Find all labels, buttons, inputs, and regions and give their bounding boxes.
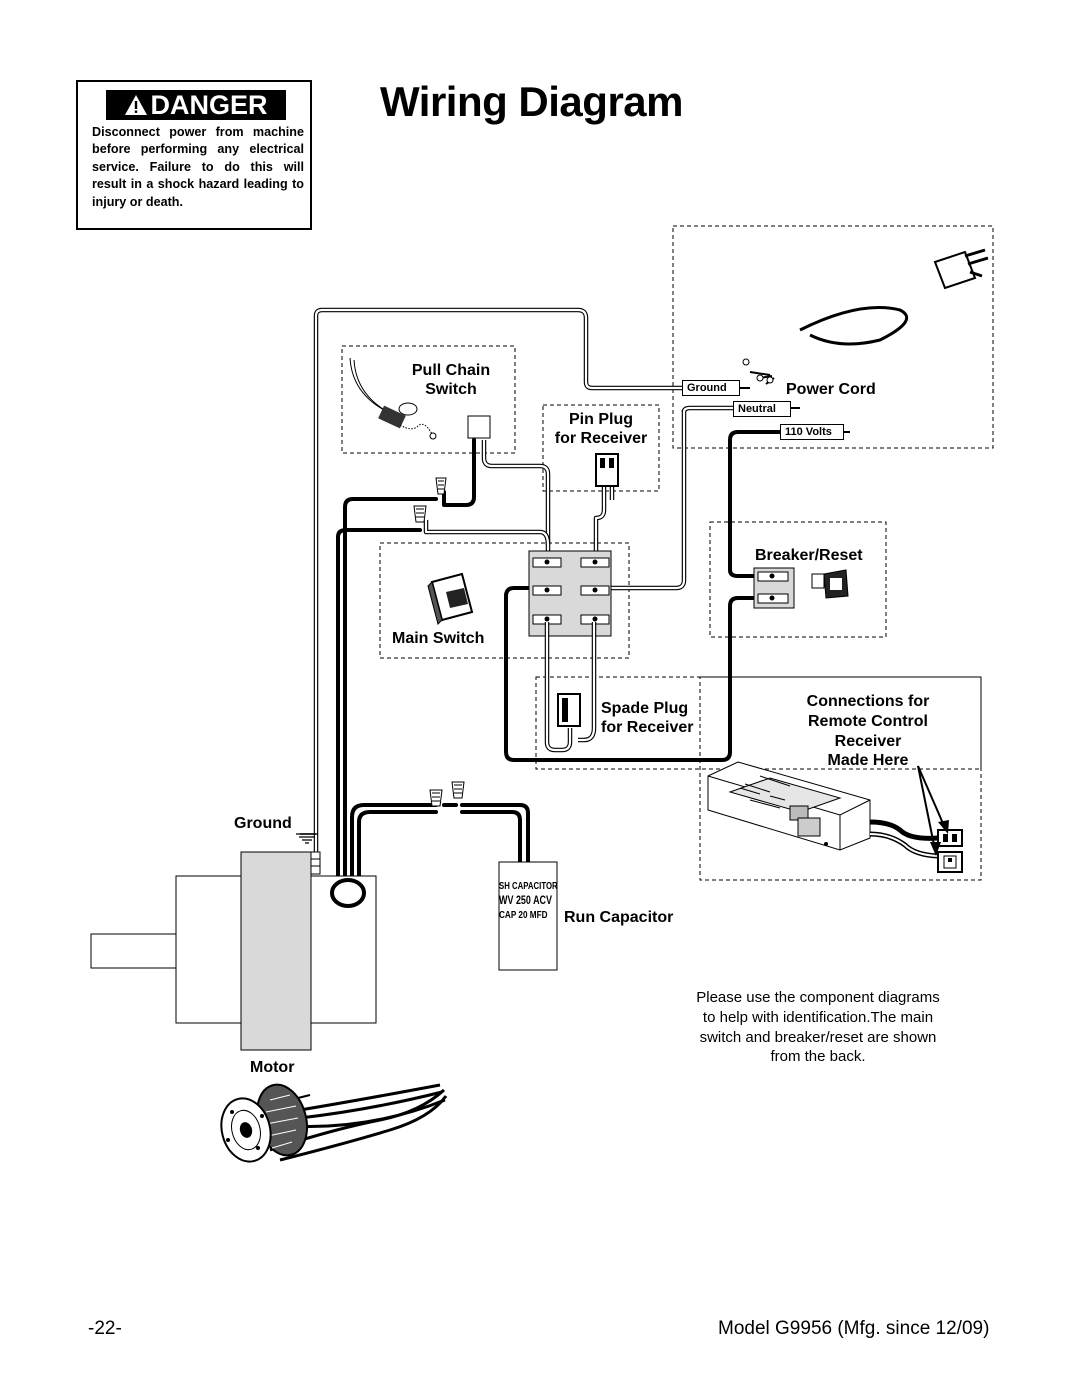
receiver-box-icon — [707, 761, 871, 851]
wire-nut-icon — [451, 781, 465, 799]
model-footer: Model G9956 (Mfg. since 12/09) — [718, 1318, 990, 1339]
rocker-switch-icon — [427, 572, 474, 625]
pin-plug-region — [542, 404, 660, 492]
page-number: -22- — [88, 1318, 122, 1339]
switch-to-wirenut-inner — [424, 520, 550, 546]
ground-tag: Ground — [682, 380, 740, 396]
capacitor-lead-2 — [460, 810, 522, 864]
motor-icon — [90, 851, 377, 1051]
pull-chain-wire-a — [481, 440, 551, 560]
ground-label: Ground — [234, 815, 292, 832]
component-note: Please use the component diagrams to hel… — [696, 989, 940, 1066]
pin-plug-wire — [593, 485, 607, 560]
receiver-connectors-icon — [937, 829, 963, 873]
danger-warning-box: DANGER Disconnect power from machine bef… — [76, 80, 312, 230]
pin-plug-icon — [595, 453, 619, 487]
spade-plug-wire-2-inner — [578, 622, 596, 742]
spade-plug-wire-1 — [544, 622, 573, 753]
warning-triangle-icon — [124, 90, 148, 120]
wire-nut-icon — [413, 505, 427, 523]
power-cord-icon — [742, 248, 989, 385]
ground-wire-inner — [314, 308, 690, 860]
danger-label: DANGER — [150, 90, 268, 120]
motor-illustration-icon — [220, 1083, 448, 1163]
motor-lead-2 — [343, 497, 438, 882]
breaker-reset-icon — [811, 569, 849, 599]
run-capacitor-icon — [498, 861, 558, 971]
spade-plug-wire-1-inner — [545, 622, 572, 752]
motor-lead-3 — [350, 803, 438, 882]
pull-chain-junction — [467, 415, 491, 439]
danger-text: Disconnect power from machine before per… — [92, 125, 304, 209]
wire-nut-icon — [429, 789, 443, 807]
pin-plug-label: Pin Plug for Receiver — [554, 411, 648, 447]
power-cord-region — [672, 225, 994, 449]
pull-chain-region — [341, 345, 516, 454]
capacitor-line-1: SH CAPACITOR — [499, 881, 558, 892]
receiver-wire-2-inner — [869, 833, 939, 857]
receiver-connections-label: Connections for Remote Control Receiver … — [806, 693, 930, 770]
motor-label: Motor — [250, 1059, 295, 1076]
receiver-region — [699, 676, 982, 881]
motor-lead-4 — [357, 810, 438, 882]
pull-chain-wire-b — [442, 438, 476, 507]
arrow-icon — [917, 765, 949, 856]
pull-chain-switch-label: Pull Chain Switch — [411, 362, 491, 398]
neutral-wire-inner — [610, 410, 686, 590]
pull-chain-wire-a-inner — [482, 440, 550, 560]
hot-wire — [728, 430, 782, 578]
capacitor-line-2: WV 250 ACV — [499, 895, 553, 907]
receiver-wire-1 — [869, 819, 939, 841]
capacitor-line-3: CAP 20 MFD — [499, 909, 548, 921]
spade-plug-label: Spade Plug for Receiver — [601, 700, 694, 736]
neutral-wire-top-inner — [682, 406, 735, 413]
page-title: Wiring Diagram — [380, 78, 684, 125]
neutral-tag: Neutral — [733, 401, 791, 417]
ground-symbol-icon — [296, 833, 318, 844]
pull-chain-switch-icon — [349, 357, 437, 440]
danger-banner: DANGER — [106, 90, 286, 120]
breaker-terminal-block — [753, 567, 795, 609]
power-cord-label: Power Cord — [786, 381, 876, 398]
main-switch-label: Main Switch — [392, 630, 485, 647]
breaker-reset-label: Breaker/Reset — [755, 547, 863, 564]
pin-plug-wire-inner — [594, 485, 606, 560]
capacitor-lead-1 — [460, 803, 530, 864]
run-capacitor-label: Run Capacitor — [564, 909, 674, 926]
breaker-region — [709, 521, 887, 638]
wire-nut-icon — [435, 477, 447, 495]
volts-tag: 110 Volts — [780, 424, 844, 440]
main-switch-terminal-block — [528, 550, 612, 637]
capacitor-specs: SH CAPACITOR WV 250 ACV CAP 20 MFD — [499, 880, 558, 922]
ground-wire — [313, 307, 690, 860]
spade-plug-icon — [557, 693, 581, 727]
breaker-out-wire — [504, 586, 762, 762]
